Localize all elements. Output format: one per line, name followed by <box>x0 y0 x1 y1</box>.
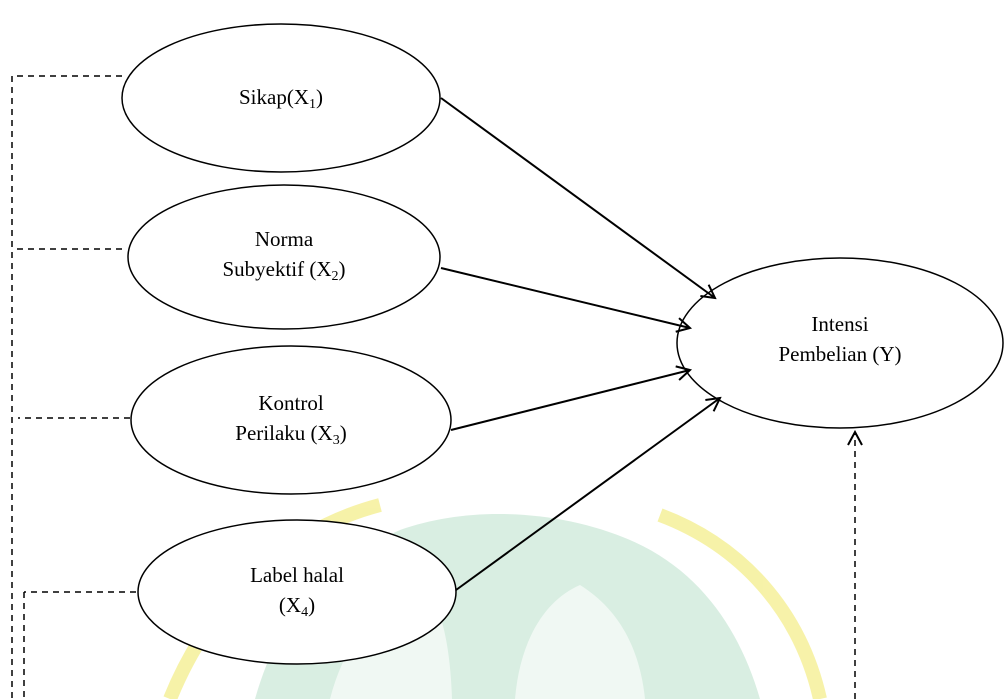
node-x1-text: Sikap(X <box>239 85 309 109</box>
node-x3-subscript: 3 <box>332 433 340 448</box>
node-x3-label: Kontrol Perilaku (X3) <box>171 388 411 448</box>
node-x4-close: ) <box>308 593 316 617</box>
node-x2-ellipse <box>127 184 441 330</box>
edge-x4-to-y <box>455 398 720 591</box>
node-x3-text: Perilaku (X <box>235 421 333 445</box>
node-x2-close: ) <box>338 257 346 281</box>
node-x3-line2: Perilaku (X3) <box>171 418 411 448</box>
edge-x1-to-y <box>440 97 715 298</box>
node-x1-close: ) <box>316 85 323 109</box>
node-y-line2: Pembelian (Y) <box>778 342 902 366</box>
node-x4-line2: (X4) <box>177 590 417 620</box>
node-y-label: Intensi Pembelian (Y) <box>720 309 960 369</box>
node-x1-subscript: 1 <box>309 97 316 112</box>
node-x4-ellipse <box>137 519 457 665</box>
node-x3-close: ) <box>339 421 347 445</box>
node-x4-label: Label halal (X4) <box>177 560 417 620</box>
node-x1-ellipse <box>121 23 441 173</box>
node-x2-label: Norma Subyektif (X2) <box>164 224 404 284</box>
node-y-ellipse <box>676 257 1004 429</box>
node-x2-subscript: 2 <box>331 269 339 284</box>
node-x2-line2: Subyektif (X2) <box>164 254 404 284</box>
node-x4-subscript: 4 <box>301 605 309 620</box>
simultaneous-bracket <box>11 75 136 699</box>
node-x3-ellipse <box>130 345 452 495</box>
node-x1-label: Sikap(X1) <box>181 82 381 112</box>
node-x2-line1: Norma <box>254 227 314 251</box>
node-x3-line1: Kontrol <box>258 391 324 415</box>
node-x4-text: (X <box>278 593 302 617</box>
edge-x2-to-y <box>440 267 690 328</box>
node-x4-line1: Label halal <box>250 563 344 587</box>
edge-x3-to-y <box>450 370 690 431</box>
node-y-line1: Intensi <box>811 312 869 336</box>
node-x2-text: Subyektif (X <box>222 257 332 281</box>
